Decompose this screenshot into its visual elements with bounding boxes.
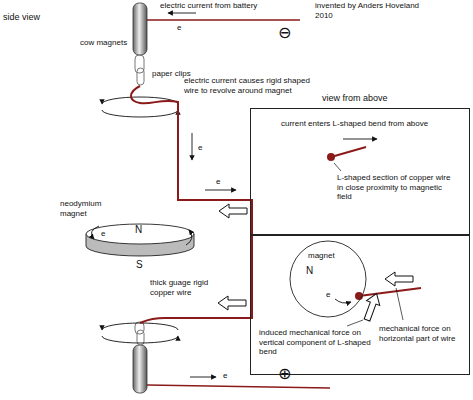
paper-clip bbox=[135, 322, 144, 334]
magnet-outline bbox=[290, 241, 366, 317]
electron-label: e bbox=[215, 177, 221, 187]
current-arrow bbox=[205, 190, 236, 191]
view-panel: induced mechanical force on vertical com… bbox=[250, 235, 470, 375]
current-arrow bbox=[343, 139, 377, 140]
view-panel-drawing bbox=[251, 236, 471, 376]
electron-label: e bbox=[326, 290, 330, 300]
view-title: side view bbox=[3, 12, 40, 23]
magnet-disk bbox=[86, 224, 194, 256]
paper-clip bbox=[135, 55, 144, 73]
leader-line bbox=[347, 320, 363, 326]
force-arrow bbox=[219, 204, 247, 218]
annotation-text: mechanical force on horizontal part of w… bbox=[379, 324, 467, 343]
part-label: neodymium magnet bbox=[60, 199, 110, 218]
rotation-arrow bbox=[102, 110, 178, 117]
l-shaped-wire bbox=[359, 288, 421, 296]
part-label: cow magnets bbox=[80, 38, 132, 48]
annotation-text: induced mechanical force on vertical com… bbox=[259, 328, 374, 357]
current-arrow bbox=[192, 133, 193, 160]
polarity-symbol: ⊕ bbox=[278, 364, 291, 383]
current-arrow bbox=[91, 226, 99, 239]
rigid-copper-wire bbox=[131, 86, 252, 323]
magnet-label: magnet bbox=[308, 251, 335, 261]
cow-magnet bbox=[133, 345, 147, 393]
current-arrow bbox=[168, 13, 236, 377]
part-label: thick guage rigid copper wire bbox=[150, 278, 230, 297]
force-arrow bbox=[218, 204, 247, 310]
leader-line bbox=[396, 288, 403, 320]
rotation-arrow bbox=[102, 323, 178, 330]
magnet-circle: magnetNe bbox=[288, 239, 368, 319]
force-arrow bbox=[385, 272, 413, 286]
magnet-outline bbox=[290, 241, 366, 317]
paper-clip bbox=[137, 68, 144, 85]
leader-line bbox=[334, 163, 341, 171]
rotation-arrow bbox=[102, 97, 178, 343]
current-arrow bbox=[343, 139, 377, 140]
current-arrow bbox=[186, 230, 192, 245]
paper-clip bbox=[135, 55, 144, 345]
electron-label: e bbox=[176, 23, 182, 33]
view-panel: current enters L-shaped bend from aboveL… bbox=[250, 108, 470, 235]
cow-magnet bbox=[133, 3, 147, 55]
note-label: electric current from battery bbox=[160, 1, 290, 11]
rotation-arrow bbox=[102, 336, 178, 343]
polarity-symbol: ⊖ bbox=[278, 23, 291, 42]
electron-label: e bbox=[222, 371, 228, 381]
pole-label: N bbox=[135, 224, 142, 236]
electron-label: e bbox=[100, 229, 106, 239]
author-note: invented by Anders Hoveland bbox=[315, 1, 465, 11]
electron-label: e bbox=[197, 143, 203, 153]
annotation-text: L-shaped section of copper wire in close… bbox=[337, 173, 457, 202]
leader-line bbox=[334, 163, 341, 171]
pole-label: S bbox=[136, 259, 143, 271]
note-label: electric current causes rigid shaped wir… bbox=[184, 76, 314, 95]
rigid-copper-wire bbox=[131, 86, 252, 323]
view-panel-drawing bbox=[251, 109, 471, 236]
magnet-disk bbox=[86, 224, 194, 244]
force-arrow bbox=[360, 291, 383, 322]
battery-wire bbox=[147, 385, 330, 388]
cow-magnet bbox=[133, 3, 147, 393]
current-arrow bbox=[168, 13, 196, 14]
view-title: view from above bbox=[322, 93, 442, 104]
annotation-text: current enters L-shaped bend from above bbox=[281, 119, 466, 129]
battery-wire bbox=[147, 19, 300, 21]
date-note: 2010 bbox=[315, 11, 333, 21]
l-shaped-wire bbox=[327, 153, 335, 161]
current-arrow bbox=[335, 299, 351, 303]
pole-label: N bbox=[306, 265, 313, 277]
leader-line bbox=[347, 288, 403, 326]
current-arrow bbox=[335, 299, 351, 303]
l-shaped-wire bbox=[327, 147, 366, 161]
force-arrow bbox=[360, 272, 413, 322]
l-shaped-wire bbox=[331, 147, 366, 157]
current-arrow bbox=[190, 377, 216, 378]
force-arrow bbox=[218, 296, 246, 310]
